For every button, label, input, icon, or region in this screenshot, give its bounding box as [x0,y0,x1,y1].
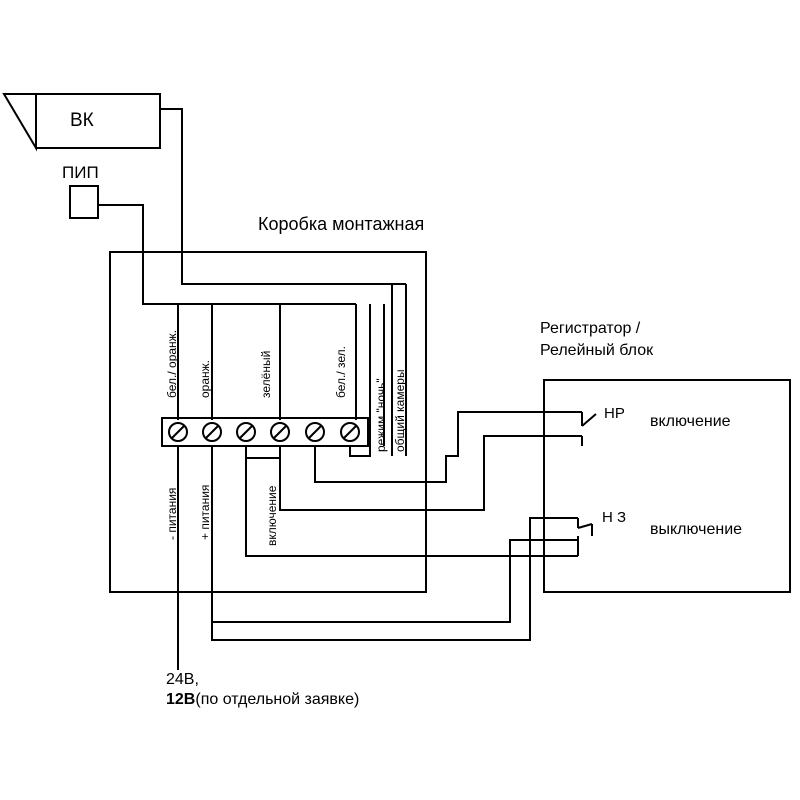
box-title: Коробка монтажная [258,214,424,234]
camera-cable [160,108,407,456]
wire-label-orange: оранж. [198,360,212,398]
wire-label-camera-common: общий камеры [393,369,407,452]
wire-label-night-mode: режим "ночь" [374,378,388,452]
terminal-screw [202,422,222,442]
wire-lines [177,304,385,457]
contact-nc-label: Н З [602,509,626,526]
relay-contact-no [581,412,597,446]
terminal-screw [340,422,360,442]
recorder-title-line2: Релейный блок [540,342,654,359]
terminal-screw [270,422,290,442]
terminal-screw [236,422,256,442]
wire-label-power-plus: + питания [198,485,212,540]
mounting-box [109,251,427,593]
on-label: включение [650,413,731,430]
power-label-line2: 12В(по отдельной заявке) [166,691,359,708]
camera-body [2,93,161,152]
wire-label-green: зелёный [259,351,273,398]
power-voltage-12v: 12В [166,691,195,708]
wire-label-white-orange: бел./ оранж. [165,330,179,398]
off-label: выключение [650,521,742,538]
power-label-line1: 24В, [166,671,199,688]
relay-contact-nc [577,518,593,556]
terminal-screw [305,422,325,442]
pir-sensor [69,185,99,219]
recorder-block [543,379,791,593]
wire-label-white-green: бел./ зел. [334,346,348,398]
contact-no-label: НР [604,405,625,422]
camera-label: ВК [70,110,94,131]
output-wires [177,435,582,670]
terminal-screw [168,422,188,442]
pir-cable [98,204,356,305]
pir-label: ПИП [62,163,99,182]
power-note: (по отдельной заявке) [195,691,359,708]
wire-label-power-minus: - питания [165,488,179,540]
recorder-title-line1: Регистратор / [540,320,641,337]
terminal-block [161,417,369,447]
wire-label-enable: включение [265,485,279,546]
